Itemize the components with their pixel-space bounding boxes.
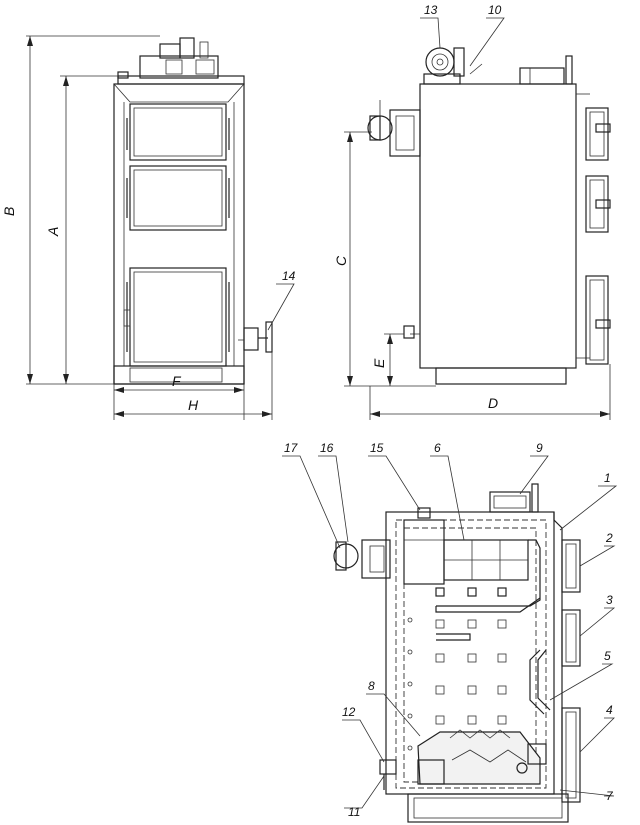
callout-5: 5	[604, 649, 611, 663]
callout-13: 13	[424, 3, 438, 17]
dim-label-b: B	[1, 207, 17, 216]
callout-10: 10	[488, 3, 502, 17]
callout-1: 1	[604, 471, 611, 485]
dim-label-h: H	[188, 397, 199, 413]
callout-4: 4	[606, 703, 613, 717]
callout-11: 11	[348, 805, 360, 819]
side-view	[367, 47, 611, 385]
callout-7: 7	[606, 789, 614, 803]
section-view	[333, 483, 581, 823]
callout-numbers: 13 10 14 17 16 15 6 9 1 2 3 5 4 7 8 12 1…	[282, 3, 614, 819]
callout-14: 14	[282, 269, 296, 283]
callout-12: 12	[342, 705, 356, 719]
front-view	[113, 37, 273, 385]
dim-label-f: F	[172, 373, 182, 389]
dim-label-c: C	[333, 255, 349, 266]
callout-8: 8	[368, 679, 375, 693]
callout-9: 9	[536, 441, 543, 455]
dim-label-d: D	[488, 395, 498, 411]
callout-16: 16	[320, 441, 334, 455]
side-dimensions: C E D	[333, 131, 611, 420]
callout-6: 6	[434, 441, 441, 455]
dim-label-e: E	[371, 358, 387, 368]
dim-label-a: A	[45, 227, 61, 237]
callout-3: 3	[606, 593, 613, 607]
callout-15: 15	[370, 441, 384, 455]
callout-2: 2	[605, 531, 613, 545]
front-dimensions: B A F H	[1, 35, 273, 420]
callout-17: 17	[284, 441, 299, 455]
callout-leaders	[267, 17, 618, 809]
